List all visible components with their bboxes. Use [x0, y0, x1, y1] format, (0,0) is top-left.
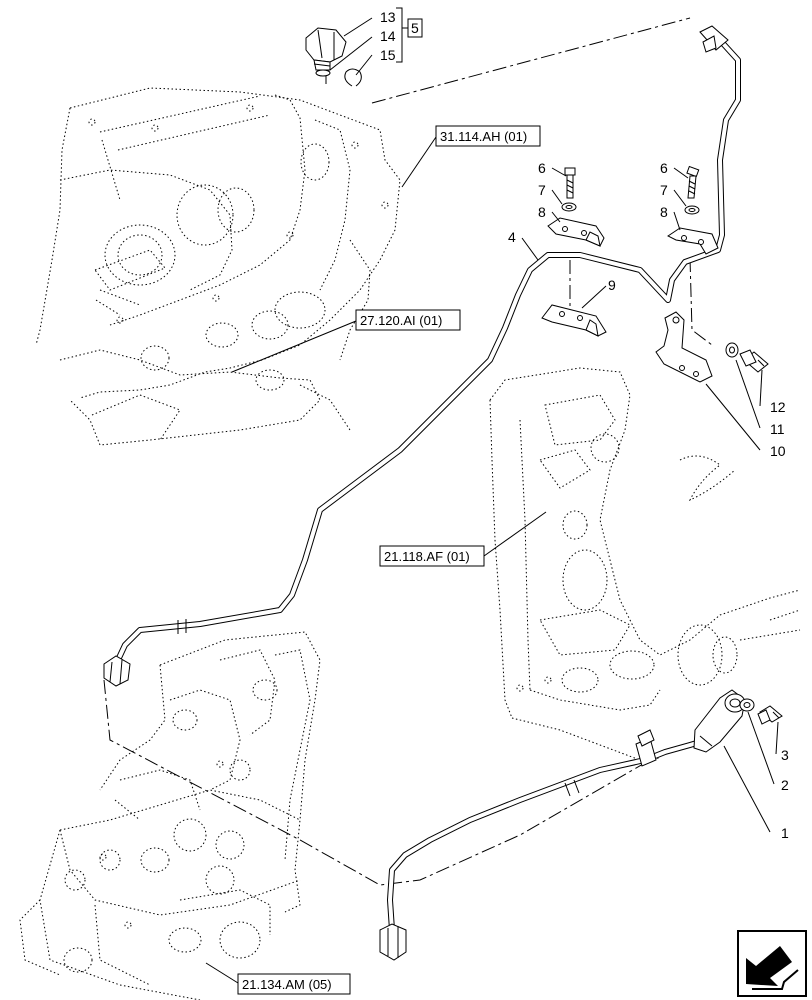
previous-arrow-icon[interactable]	[737, 930, 807, 997]
fitting-13	[305, 27, 347, 71]
callout-3: 3	[781, 747, 789, 763]
callout-11: 11	[770, 421, 785, 437]
callout-8-right: 8	[660, 204, 668, 220]
callout-13: 13	[380, 9, 396, 25]
callout-15: 15	[380, 47, 396, 63]
reference-label-21-118[interactable]: 21.118.AF (01)	[379, 545, 485, 567]
right-housing-outline	[489, 367, 801, 761]
callout-2: 2	[781, 777, 789, 793]
callout-1: 1	[781, 825, 789, 841]
callout-14: 14	[380, 28, 396, 44]
bolt-6b	[686, 165, 700, 199]
callout-numbers: 13 14 15 5 6 7 8 6 7 8 4 9 12 11 10 3 2 …	[380, 9, 789, 841]
snap-ring-15	[344, 68, 362, 87]
upper-pipe-nut-top	[699, 25, 729, 53]
transmission-housing-outline	[35, 87, 401, 446]
callout-6-left: 6	[538, 160, 546, 176]
lower-pipe-nut-bottom	[379, 923, 407, 961]
banjo-fitting	[693, 689, 746, 753]
bolt-3	[757, 705, 783, 725]
bolt-6a	[564, 167, 576, 199]
callout-9: 9	[608, 277, 616, 293]
reference-text-27-120: 27.120.AI (01)	[360, 313, 442, 328]
callout-6-right: 6	[660, 160, 668, 176]
lower-pipe	[387, 739, 703, 933]
reference-text-31-114: 31.114.AH (01)	[440, 129, 527, 144]
washer-7a	[561, 202, 577, 212]
reference-label-21-134[interactable]: 21.134.AM (05)	[237, 973, 351, 995]
reference-label-31-114[interactable]: 31.114.AH (01)	[435, 125, 541, 147]
bracket-10	[655, 311, 713, 383]
callout-7-left: 7	[538, 182, 546, 198]
o-ring-14	[315, 69, 331, 77]
tee-fitting	[635, 729, 657, 767]
callout-4: 4	[508, 229, 516, 245]
assembly-lines	[103, 17, 713, 886]
leader-lines	[205, 7, 779, 984]
reference-label-27-120[interactable]: 27.120.AI (01)	[355, 309, 461, 331]
upper-pipe	[115, 35, 741, 663]
callout-7-right: 7	[660, 182, 668, 198]
upper-pipe-nut-left	[103, 655, 131, 687]
callout-5: 5	[411, 20, 419, 36]
valve-block-outline	[19, 631, 321, 1000]
clamp-8b	[667, 227, 719, 255]
washer-2	[739, 698, 755, 712]
washer-7b	[684, 205, 700, 215]
reference-text-21-118: 21.118.AF (01)	[384, 549, 470, 564]
clamp-8a	[547, 217, 605, 247]
callout-10: 10	[770, 443, 786, 459]
washer-11	[725, 342, 739, 358]
bolt-12	[739, 349, 769, 373]
clamp-9	[541, 304, 607, 337]
callout-8-left: 8	[538, 204, 546, 220]
reference-text-21-134: 21.134.AM (05)	[242, 977, 332, 992]
callout-12: 12	[770, 399, 786, 415]
